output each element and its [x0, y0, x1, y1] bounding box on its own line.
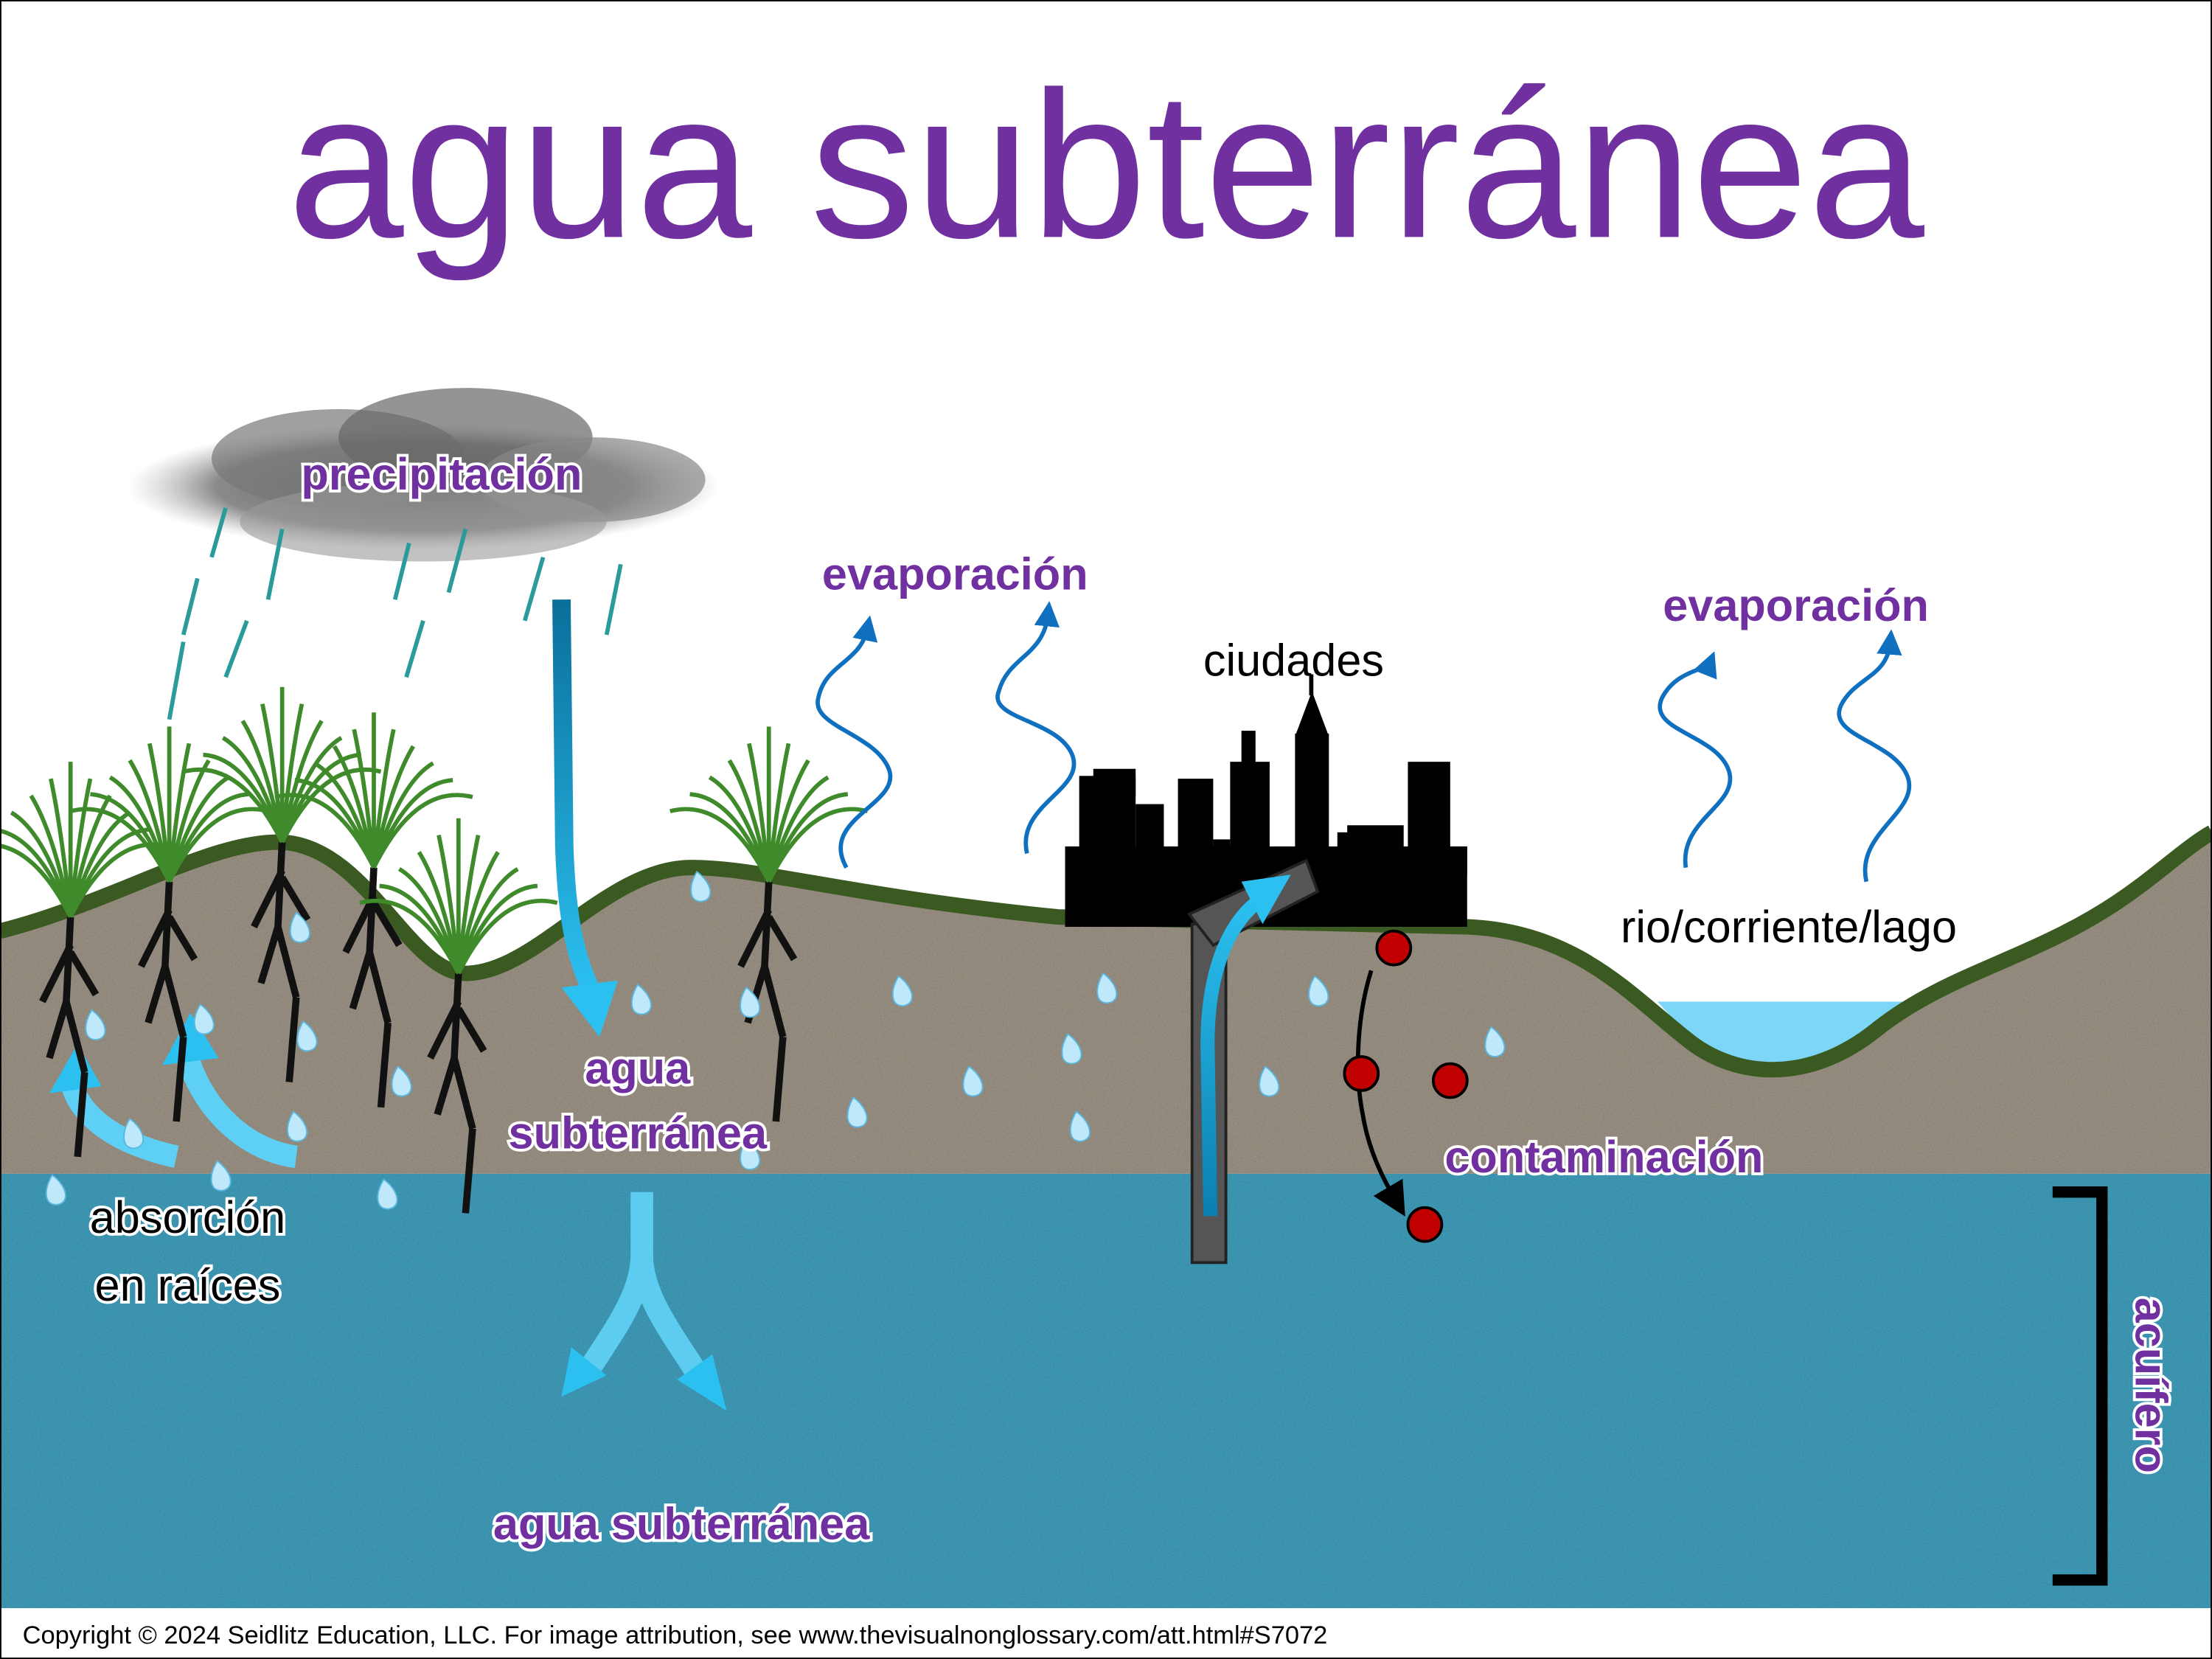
water-droplet-icon [45, 1174, 66, 1206]
footer-bar [0, 1608, 2212, 1659]
water-droplet-icon [1308, 975, 1329, 1007]
well-pipe [1186, 858, 1320, 1265]
absorption-arrow-head [49, 1043, 102, 1093]
page-title: agua subterránea [288, 49, 1926, 282]
water-droplet-icon [287, 1110, 308, 1142]
water-droplet-icon [377, 1178, 398, 1210]
label-precipitation: precipitación [301, 449, 582, 499]
aquifer-bracket [2052, 1186, 2108, 1586]
plant-icon [669, 726, 869, 1122]
water-droplet-icon [740, 986, 761, 1018]
label-cities: ciudades [1203, 635, 1384, 685]
water-droplet-icon [630, 984, 652, 1015]
water-droplets [45, 871, 1506, 1210]
absorption-arrow-head [162, 1012, 219, 1065]
groundwater-flow-arrow [575, 1192, 709, 1382]
label-groundwater-bottom: agua subterránea [493, 1498, 870, 1548]
rain-icon [167, 507, 623, 720]
plants [0, 686, 869, 1214]
label-groundwater-line2: subterránea [509, 1107, 768, 1158]
root-absorption-arrows [59, 1048, 299, 1169]
contamination-path-arrow [1355, 970, 1405, 1217]
water-droplet-icon [690, 871, 712, 902]
label-evaporation-right: evaporación [1663, 580, 1929, 630]
water-droplet-icon [85, 1009, 106, 1041]
water-droplet-icon [740, 1138, 761, 1171]
label-contamination: contaminación [1444, 1132, 1763, 1182]
label-river: rio/corriente/lago [1621, 902, 1957, 952]
copyright-text: Copyright © 2024 Seidlitz Education, LLC… [23, 1621, 1328, 1649]
water-droplet-icon [1484, 1026, 1506, 1057]
plant-icon [274, 712, 473, 1108]
aquifer-layer [0, 1173, 2212, 1609]
flow-arrow-head-right [677, 1354, 727, 1411]
water-droplet-icon [1259, 1065, 1280, 1097]
rain-cloud-icon [127, 388, 720, 562]
water-droplet-icon [289, 911, 310, 944]
plant-icon [69, 726, 269, 1122]
plant-icon [359, 818, 558, 1214]
infiltration-arrow [552, 599, 599, 991]
label-groundwater-line1: agua [585, 1043, 691, 1093]
water-droplet-icon [1096, 972, 1118, 1004]
label-absorption-line1: absorción [90, 1192, 285, 1242]
contaminant-dots [1343, 929, 1469, 1243]
ground-surface [0, 825, 2212, 1078]
infiltration-arrow-head [561, 980, 619, 1037]
water-droplet-icon [962, 1065, 984, 1097]
label-aquifer: acuífero [2126, 1298, 2177, 1473]
plant-icon [183, 686, 382, 1082]
flow-arrow-head-left [561, 1347, 607, 1397]
water-droplet-icon [846, 1096, 868, 1128]
water-droplet-icon [210, 1160, 232, 1192]
evaporation-arrows [815, 601, 1912, 883]
water-droplet-icon [1069, 1110, 1091, 1142]
water-droplet-icon [1061, 1033, 1082, 1065]
water-droplet-icon [296, 1020, 318, 1052]
water-droplet-icon [123, 1117, 145, 1150]
label-absorption-line2: en raíces [95, 1260, 281, 1310]
water-droplet-icon [391, 1065, 412, 1097]
label-evaporation-left: evaporación [822, 549, 1088, 599]
water-droplet-icon [193, 1003, 215, 1035]
water-droplet-icon [891, 975, 913, 1007]
plant-icon [0, 762, 170, 1158]
